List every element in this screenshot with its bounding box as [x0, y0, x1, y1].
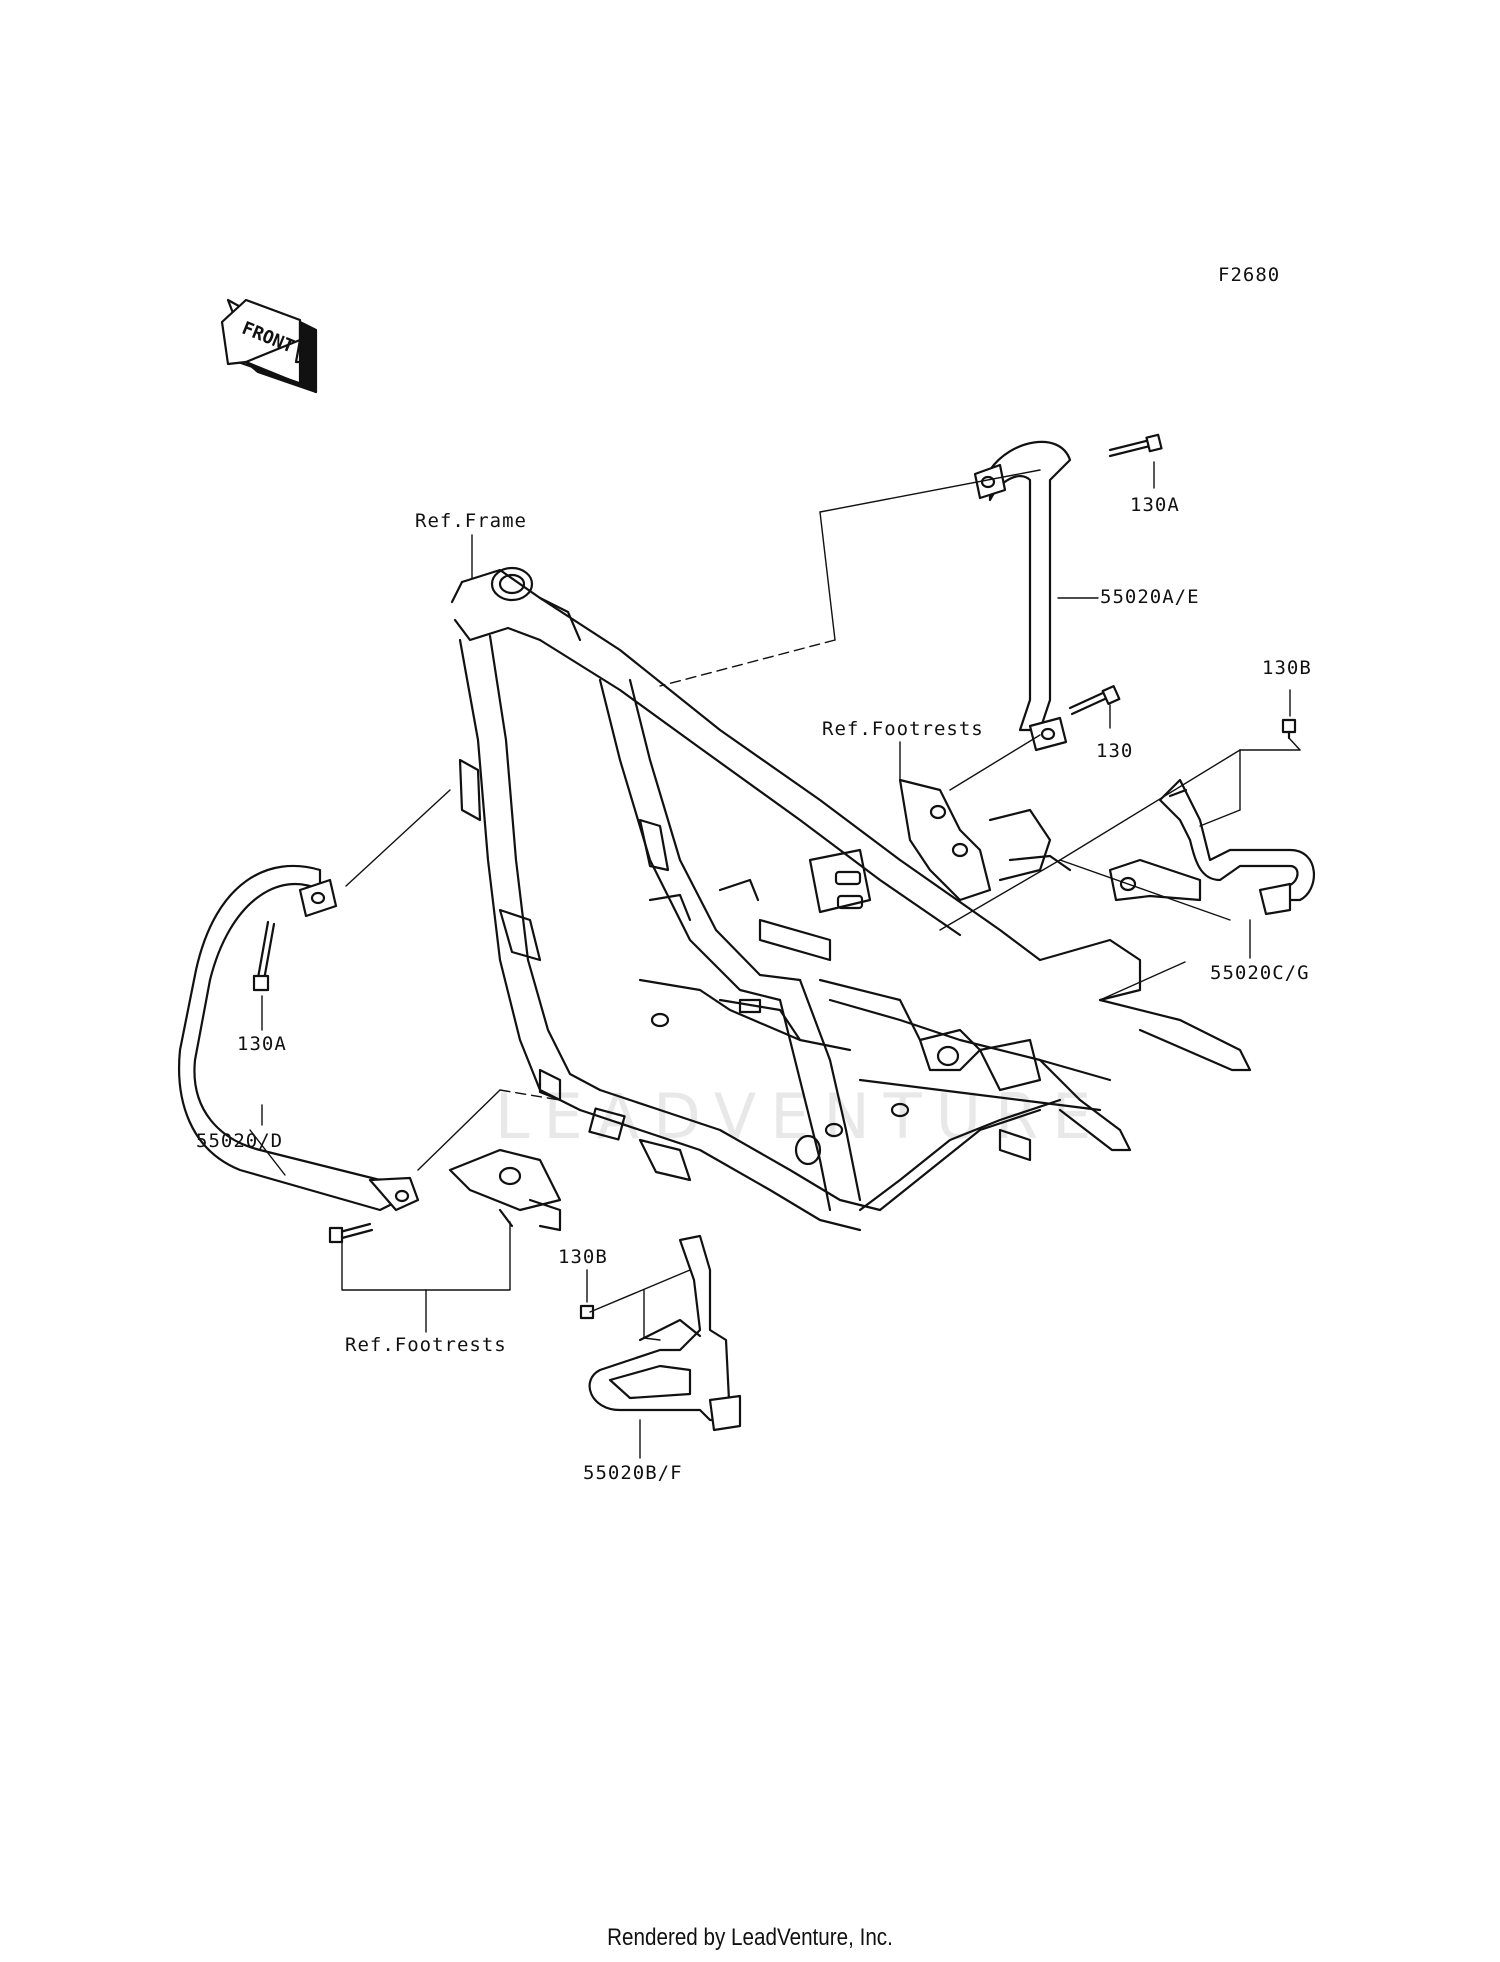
frame — [450, 566, 1252, 1232]
footer-credit: Rendered by LeadVenture, Inc. — [607, 1924, 893, 1951]
leader-lines — [249, 461, 1301, 1459]
label-130a-top[interactable]: 130A — [1130, 494, 1180, 516]
front-arrow-icon — [220, 298, 318, 394]
bolt-130b-bottom — [579, 1304, 595, 1320]
diagram-code: F2680 — [1218, 264, 1281, 286]
label-ref-frame[interactable]: Ref.Frame — [415, 510, 527, 532]
guard-55020cg — [1108, 778, 1315, 916]
label-55020bf[interactable]: 55020B/F — [583, 1462, 683, 1484]
guard-55020ae — [973, 440, 1072, 752]
label-130b-right[interactable]: 130B — [1262, 657, 1312, 679]
bolt-130b-right — [1281, 718, 1297, 740]
label-55020cg[interactable]: 55020C/G — [1210, 962, 1310, 984]
label-55020ae[interactable]: 55020A/E — [1100, 586, 1200, 608]
guard-55020d — [178, 864, 420, 1212]
guard-55020bf — [588, 1234, 742, 1432]
footrest-bracket-top — [898, 778, 1072, 902]
bolt-130a-left — [252, 920, 276, 992]
label-55020d[interactable]: 55020/D — [196, 1130, 284, 1152]
bolt-footrest-bottom — [328, 1222, 374, 1244]
footrest-bracket-bottom — [448, 1148, 562, 1232]
label-ref-footrests-bottom[interactable]: Ref.Footrests — [345, 1334, 507, 1356]
bolt-130 — [1068, 685, 1121, 716]
label-130a-left[interactable]: 130A — [237, 1033, 287, 1055]
label-ref-footrests-top[interactable]: Ref.Footrests — [822, 718, 984, 740]
label-130b-bottom[interactable]: 130B — [558, 1246, 608, 1268]
bolt-130a-top — [1108, 433, 1163, 458]
label-130[interactable]: 130 — [1096, 740, 1134, 762]
